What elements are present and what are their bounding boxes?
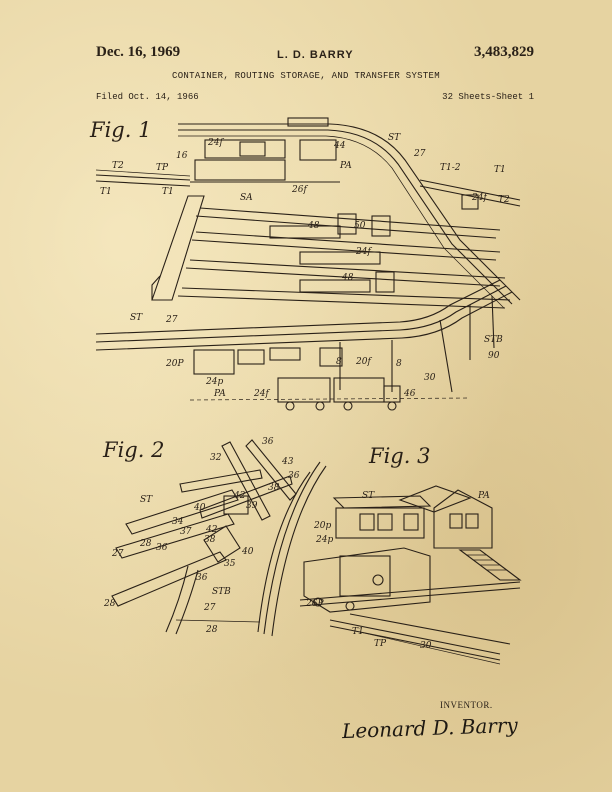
callout: 28 [205, 625, 218, 635]
patent-title: CONTAINER, ROUTING STORAGE, AND TRANSFER… [172, 71, 440, 81]
callout: 24f [355, 247, 372, 257]
callout: 37 [180, 527, 192, 537]
sheet-count: 32 Sheets-Sheet 1 [442, 92, 534, 102]
callout: ST [388, 133, 401, 143]
callout: 24f [253, 389, 270, 399]
callout: T2 [498, 195, 510, 205]
patent-number: 3,483,829 [474, 44, 534, 60]
callout: ST [362, 491, 375, 501]
fig1-label: Fig. 1 [90, 118, 152, 142]
inventor-label: INVENTOR. [440, 700, 493, 710]
callout: 27 [111, 549, 124, 559]
callout: 48 [341, 273, 354, 283]
callout: 28 [139, 539, 152, 549]
callout: ST [140, 495, 153, 505]
callout: 42 [233, 491, 246, 501]
filed-date: Filed Oct. 14, 1966 [96, 92, 199, 102]
callout: 38 [204, 535, 216, 545]
callout: 36 [156, 543, 168, 553]
fig3-label: Fig. 3 [369, 444, 431, 468]
callout: 28 [103, 599, 116, 609]
callout: 30 [420, 641, 432, 651]
callout: T1 [352, 627, 364, 637]
callout: 26f [291, 185, 308, 195]
callout: PA [339, 161, 352, 171]
callout: 40 [193, 503, 206, 513]
callout: 26P [305, 599, 324, 609]
callout: 43 [281, 457, 294, 467]
patent-date: Dec. 16, 1969 [96, 44, 181, 60]
callout: 48 [307, 221, 320, 231]
callout: TP [156, 163, 169, 173]
callout: 24f [207, 138, 224, 148]
callout: 16 [176, 151, 188, 161]
callout: 20P [165, 359, 184, 369]
inventor-name: L. D. BARRY [277, 49, 354, 61]
callout: 27 [203, 603, 216, 613]
fig3-drawing [299, 485, 522, 665]
callout: 38 [268, 483, 280, 493]
callout: 34 [172, 517, 184, 527]
callout: 40 [241, 547, 254, 557]
callout: 36 [196, 573, 208, 583]
callout: 44 [333, 141, 346, 151]
callout: 27 [165, 315, 178, 325]
callout: 32 [210, 453, 222, 463]
callout: 8 [396, 359, 402, 369]
callout: 27 [413, 149, 426, 159]
callout: 39 [246, 501, 258, 511]
fig2-drawing [111, 439, 327, 637]
callout: 20f [355, 357, 372, 367]
callout: T1 [162, 187, 174, 197]
callout: 90 [488, 351, 500, 361]
callout: PA [477, 491, 490, 501]
callout: 50 [354, 221, 366, 231]
fig1-drawing [95, 117, 521, 411]
fig2-label: Fig. 2 [103, 438, 165, 462]
callout: TP [374, 639, 387, 649]
callout: STB [484, 335, 503, 345]
callout: 35 [224, 559, 236, 569]
callout: 8 [336, 357, 342, 367]
callout: PA [213, 389, 226, 399]
callout: 46 [403, 389, 416, 399]
callout: T1 [100, 187, 112, 197]
callout: 42 [205, 525, 218, 535]
callout: 36 [262, 437, 274, 447]
callout: 24f [471, 193, 488, 203]
callout: ST [130, 313, 143, 323]
callout: T1 [494, 165, 506, 175]
callout: T1-2 [440, 163, 461, 173]
callout: SA [240, 193, 253, 203]
callout: STB [212, 587, 231, 597]
callout: 30 [424, 373, 436, 383]
callout-labels: 24f 16 T2 TP T1 T1 44 PA ST 27 T1-2 T1 2… [100, 133, 510, 651]
callout: 24p [205, 377, 223, 387]
callout: 20p [313, 521, 331, 531]
callout: T2 [112, 161, 124, 171]
callout: 36 [288, 471, 300, 481]
callout: 24p [315, 535, 333, 545]
